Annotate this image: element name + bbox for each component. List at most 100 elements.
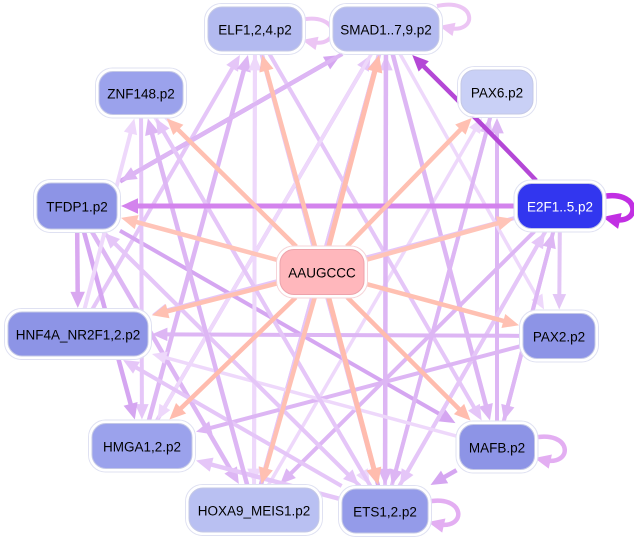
edge-mafb-mafb: [532, 434, 567, 469]
node-pax2[interactable]: PAX2.p2: [519, 309, 599, 363]
edge-arrowhead: [430, 470, 449, 485]
edge-center-hoxa9: [258, 296, 317, 484]
node-body: [459, 424, 535, 470]
node-hmga[interactable]: HMGA1,2.p2: [88, 419, 196, 473]
edge-arrowhead: [169, 403, 187, 420]
edge-arrowhead: [155, 118, 170, 136]
node-body: [91, 423, 193, 469]
node-center[interactable]: AAUGCCC: [276, 245, 368, 299]
edge-arrowhead: [123, 118, 138, 136]
nodes-layer: ELF1,2,4.p2 SMAD1..7,9.p2PAX6.p2E2F1..5.p…: [4, 3, 607, 537]
edge-arrowhead: [152, 327, 168, 342]
node-body: [207, 6, 303, 52]
node-outer-ring: [88, 419, 196, 473]
edge-arrowhead: [552, 294, 567, 310]
node-outer-ring: [33, 179, 121, 233]
edge-center-pax2: [366, 281, 519, 328]
node-outer-ring: [455, 420, 539, 474]
edge-arrowhead: [478, 402, 493, 421]
edge-arrowhead: [152, 351, 168, 364]
edges-layer: [70, 2, 634, 533]
edge-arrowhead: [280, 468, 296, 484]
edge-arrowhead: [501, 313, 519, 328]
edge-arrowhead: [412, 55, 429, 72]
edge-arrowhead: [135, 404, 149, 420]
edge-arrowhead: [438, 409, 456, 424]
edge-arrowhead: [490, 118, 504, 134]
edge-arrowhead: [367, 55, 383, 74]
edge-arrowhead: [428, 518, 446, 533]
edge-mafb-pax6: [490, 118, 504, 422]
edge-smad-ets: [377, 53, 393, 485]
edge-arrowhead: [455, 118, 472, 135]
edge-smad-pax2: [398, 53, 545, 310]
edge-arrowhead: [152, 304, 170, 319]
node-ets[interactable]: ETS1,2.p2: [338, 485, 432, 537]
edge-arrowhead: [602, 212, 622, 229]
node-znf[interactable]: ZNF148.p2: [95, 67, 187, 119]
node-outer-ring: [329, 3, 443, 55]
edge-arrowhead: [70, 291, 85, 308]
node-outer-ring: [338, 485, 432, 537]
edge-arrowhead: [104, 233, 120, 249]
node-outer-ring: [457, 66, 537, 118]
edge-e2f-smad: [412, 55, 538, 183]
node-body: [341, 488, 429, 534]
edge-arrowhead: [531, 293, 545, 310]
node-elf[interactable]: ELF1,2,4.p2: [204, 3, 306, 55]
edge-ets-ets: [425, 498, 461, 533]
node-tfdp[interactable]: TFDP1.p2: [33, 179, 121, 233]
node-body: [522, 313, 596, 359]
edge-arrowhead: [166, 118, 184, 136]
node-outer-ring: [95, 67, 187, 119]
edge-arrowhead: [157, 403, 171, 420]
node-body: [517, 183, 603, 229]
edge-ets-hnf4a: [123, 360, 343, 488]
edge-smad-smad: [436, 2, 472, 37]
node-outer-ring: [513, 179, 607, 233]
node-hnf4a[interactable]: HNF4A_NR2F1,2.p2: [4, 308, 152, 360]
node-e2f[interactable]: E2F1..5.p2: [513, 179, 607, 233]
edge-smad-mafb: [390, 53, 493, 421]
edge-center-pax6: [345, 118, 472, 249]
edge-e2f-e2f: [599, 192, 634, 229]
edge-arrowhead: [145, 118, 160, 137]
edge-ets-tfdp: [104, 233, 362, 488]
edge-center-hmga: [169, 295, 298, 420]
edge-mafb-hnf4a: [152, 351, 457, 438]
edge-arrowhead: [236, 55, 251, 73]
edge-arrowhead: [123, 401, 138, 420]
node-body: [98, 71, 184, 115]
node-outer-ring: [204, 3, 306, 55]
edge-tfdp-hnf4a: [70, 231, 85, 308]
edge-arrowhead: [495, 216, 514, 231]
edge-center-mafb: [345, 295, 471, 421]
edge-arrowhead: [389, 468, 403, 485]
edge-pax2-hmga: [196, 344, 521, 435]
edge-pax2-hnf4a: [152, 327, 521, 342]
node-pax6[interactable]: PAX6.p2: [457, 66, 537, 118]
node-hoxa9[interactable]: HOXA9_MEIS1.p2: [185, 484, 323, 536]
node-body: [332, 6, 440, 52]
edge-arrowhead: [377, 468, 393, 485]
edge-e2f-tfdp: [121, 198, 515, 214]
edge-ets-znf: [155, 118, 373, 488]
edge-e2f-hoxa9: [280, 230, 536, 484]
edge-hoxa9-znf: [145, 118, 250, 486]
node-outer-ring: [276, 245, 368, 299]
edge-center-ets: [326, 296, 382, 485]
edge-elf-mafb: [267, 52, 482, 421]
node-smad[interactable]: SMAD1..7,9.p2: [329, 3, 443, 55]
edge-arrowhead: [302, 36, 319, 51]
edge-arrowhead: [226, 55, 240, 72]
edge-smad-hmga: [157, 53, 373, 420]
node-outer-ring: [519, 309, 599, 363]
edge-e2f-ets: [399, 230, 548, 485]
edge-arrowhead: [259, 55, 274, 73]
node-mafb[interactable]: MAFB.p2: [455, 420, 539, 474]
edge-arrowhead: [121, 215, 139, 230]
node-body: [188, 487, 320, 533]
edge-arrowhead: [439, 22, 456, 37]
edge-smad-tfdp: [121, 52, 344, 181]
edge-center-hnf4a: [152, 281, 278, 319]
